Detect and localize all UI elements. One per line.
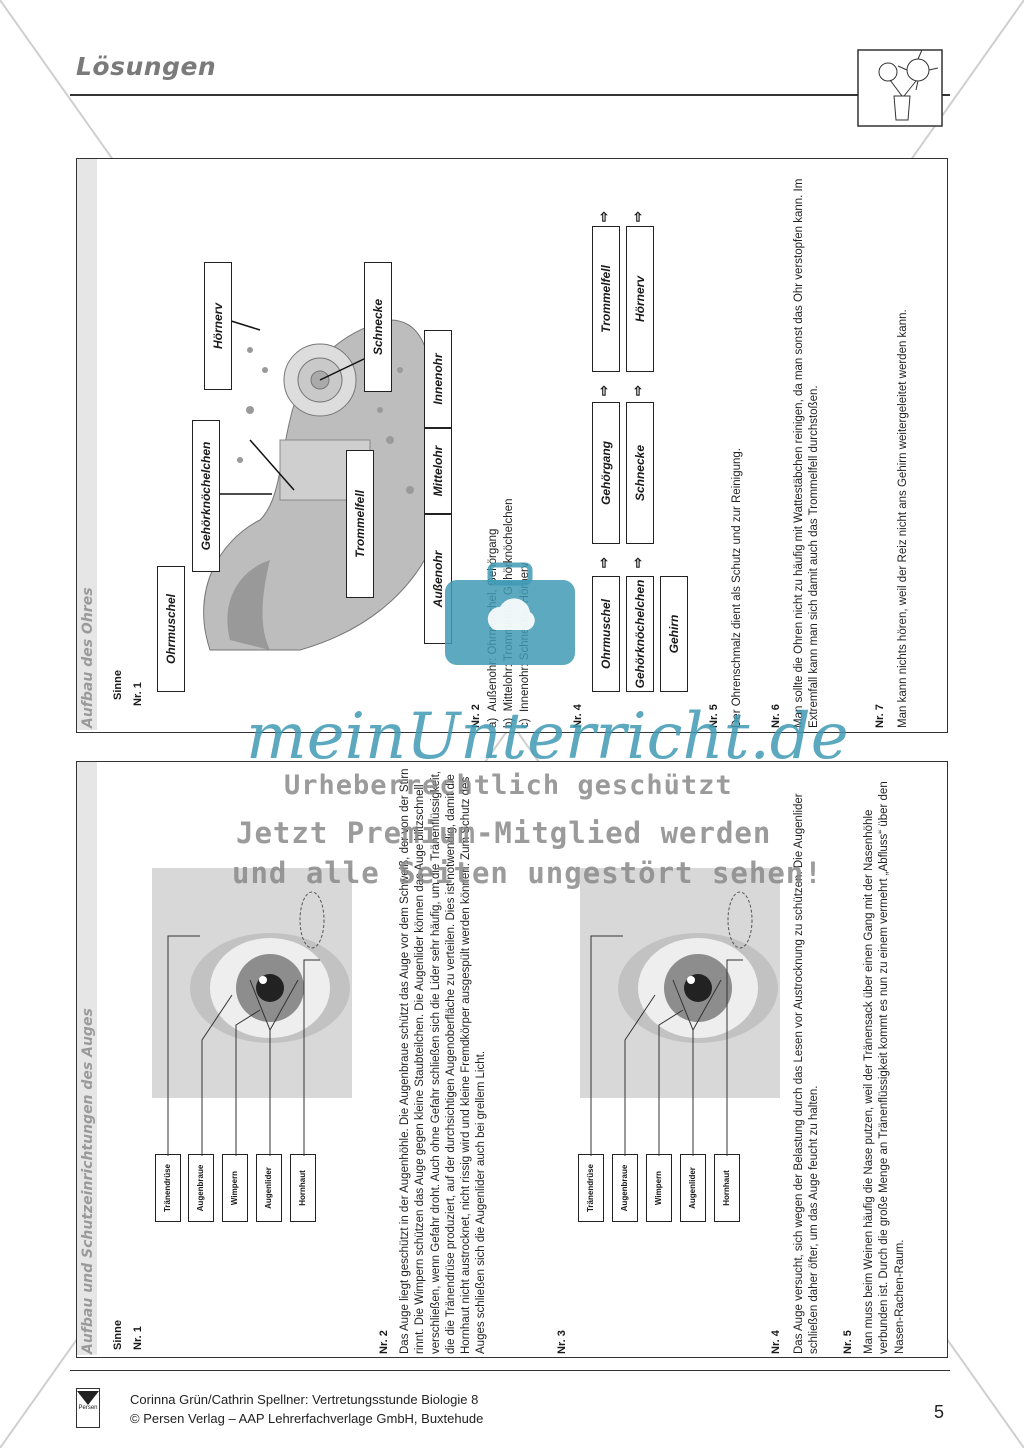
ear-nr6-text: Man sollte die Ohren nicht zu häufig mit… xyxy=(793,178,821,728)
publisher-logo-text: Persen xyxy=(78,1405,98,1411)
seq-arrow-3: ⇨ xyxy=(596,211,611,222)
ear-topic: Sinne xyxy=(112,670,124,700)
page-title: Lösungen xyxy=(76,52,217,81)
briefcase-watermark-icon xyxy=(445,562,575,665)
ear-panel-heading-strip xyxy=(77,159,97,730)
label-hoernerv: Hörnerv xyxy=(204,262,232,390)
seq-hoernerv: Hörnerv xyxy=(626,226,654,372)
label-trommelfell: Trommelfell xyxy=(346,450,374,598)
page-number: 5 xyxy=(934,1402,945,1422)
eye-nr2-text: Das Auge liegt geschützt in der Augenhöh… xyxy=(399,768,488,1354)
eye-label-connectors xyxy=(167,935,743,1156)
eye-panel-heading: Aufbau und Schutzeinrichtungen des Auges xyxy=(80,1008,96,1354)
ear-nr7-text: Man kann nichts hören, weil der Reiz nic… xyxy=(897,309,909,728)
eye-nr3: Nr. 3 xyxy=(556,1330,568,1354)
ear-nr5-text: Der Ohrenschmalz dient als Schutz und zu… xyxy=(731,448,743,728)
seq-arrow-6: ⇨ xyxy=(630,211,645,222)
eye-nr1: Nr. 1 xyxy=(132,1326,144,1350)
footer-rule xyxy=(70,1370,950,1371)
footer-author-line: Corinna Grün/Cathrin Spellner: Vertretun… xyxy=(130,1392,479,1407)
ear-panel-heading: Aufbau des Ohres xyxy=(80,587,96,728)
eye-photo-2 xyxy=(580,868,780,1098)
eye-photo-1 xyxy=(152,868,352,1098)
watermark-line2: Jetzt Premium-Mitglied werden xyxy=(236,816,772,850)
seq-trommelfell: Trommelfell xyxy=(592,226,620,372)
seq-schnecke: Schnecke xyxy=(626,402,654,544)
eye-nr4: Nr. 4 xyxy=(770,1330,782,1354)
eye-nr5: Nr. 5 xyxy=(842,1330,854,1354)
label-schnecke: Schnecke xyxy=(364,262,392,392)
seq-gehirn: Gehirn xyxy=(660,576,688,692)
eye-nr2: Nr. 2 xyxy=(378,1330,390,1354)
watermark-line1: Urheberrechtlich geschützt xyxy=(284,770,733,801)
seq-arrow-2: ⇨ xyxy=(596,385,611,396)
seq-arrow-4: ⇨ xyxy=(630,557,645,568)
watermark-line3: und alle Seiten ungestört sehen! xyxy=(232,856,823,890)
publisher-logo: Persen xyxy=(76,1388,100,1428)
flower-icon xyxy=(857,49,943,127)
seq-arrow-1: ⇨ xyxy=(596,557,611,568)
footer-copyright-line: © Persen Verlag – AAP Lehrerfachverlage … xyxy=(130,1411,484,1426)
seq-arrow-5: ⇨ xyxy=(630,385,645,396)
ear-nr1: Nr. 1 xyxy=(132,682,144,706)
eye-nr5-text: Man muss beim Weinen häufig die Nase put… xyxy=(863,781,906,1354)
eye-nr4-text: Das Auge versucht, sich wegen der Belast… xyxy=(793,793,821,1354)
label-mittelohr: Mittelohr xyxy=(424,428,452,514)
seq-gehoergang: Gehörgang xyxy=(592,402,620,544)
seq-ohrmuschel: Ohrmuschel xyxy=(592,576,620,692)
seq-gehoerknoechelchen: Gehörknöchelchen xyxy=(626,576,654,692)
label-innenohr: Innenohr xyxy=(424,330,452,428)
eye-topic: Sinne xyxy=(112,1320,124,1350)
label-gehoerknoechelchen: Gehörknöchelchen xyxy=(192,420,220,572)
header-rule xyxy=(70,94,950,96)
ear-nr7: Nr. 7 xyxy=(874,704,886,728)
watermark-brand: meinUnterricht.de xyxy=(246,700,849,774)
eye-panel-heading-strip xyxy=(77,762,97,1355)
label-ohrmuschel: Ohrmuschel xyxy=(157,566,185,692)
